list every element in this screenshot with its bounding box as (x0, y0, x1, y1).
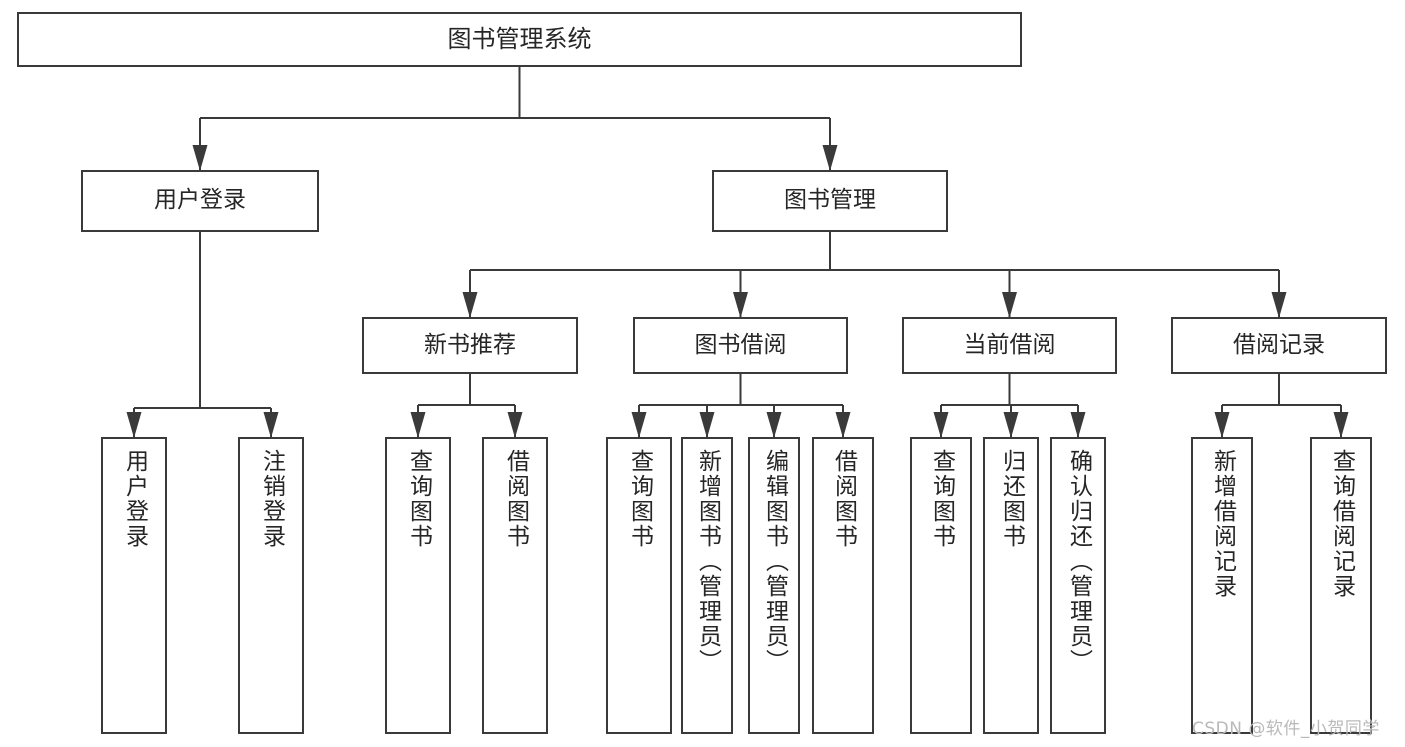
arrowhead-6-1 (1333, 412, 1349, 438)
node-leaf-9[interactable]: 归还图书 (983, 437, 1039, 734)
node-leaf-11[interactable]: 新增借阅记录 (1191, 437, 1253, 734)
node-leaf-0[interactable]: 用户登录 (101, 437, 167, 734)
arrowhead-5-0 (933, 412, 949, 438)
node-leaf-10[interactable]: 确认归还（管理员） (1050, 437, 1106, 734)
node-l2-1[interactable]: 图书借阅 (633, 317, 848, 374)
arrowhead-5-1 (1003, 412, 1019, 438)
node-leaf-11-label: 新增借阅记录 (1209, 449, 1236, 599)
node-leaf-1[interactable]: 注销登录 (238, 437, 304, 734)
node-leaf-2[interactable]: 查询图书 (385, 437, 451, 734)
arrowhead-2-0 (462, 292, 478, 318)
arrowhead-0-0 (192, 145, 208, 171)
arrowhead-4-1 (699, 412, 715, 438)
arrowhead-4-0 (631, 412, 647, 438)
node-leaf-5[interactable]: 新增图书（管理员） (681, 437, 733, 734)
node-leaf-7[interactable]: 借阅图书 (812, 437, 874, 734)
node-leaf-9-label: 归还图书 (998, 449, 1025, 549)
node-root[interactable]: 图书管理系统 (17, 12, 1022, 67)
arrowhead-1-0 (126, 412, 142, 438)
node-leaf-0-label: 用户登录 (121, 449, 148, 549)
arrowhead-4-2 (766, 412, 782, 438)
node-leaf-12-label: 查询借阅记录 (1328, 449, 1355, 599)
node-leaf-3-label: 借阅图书 (502, 449, 529, 549)
node-leaf-1-label: 注销登录 (258, 449, 285, 549)
node-leaf-5-label: 新增图书（管理员） (694, 449, 721, 674)
node-leaf-3[interactable]: 借阅图书 (482, 437, 548, 734)
arrowhead-5-2 (1070, 412, 1086, 438)
node-l2-2[interactable]: 当前借阅 (902, 317, 1117, 374)
node-l2-0-label: 新书推荐 (424, 331, 516, 358)
node-l2-3[interactable]: 借阅记录 (1171, 317, 1387, 374)
arrowhead-2-1 (733, 292, 748, 318)
node-l1-0-label: 用户登录 (154, 187, 246, 214)
arrowhead-3-0 (410, 412, 426, 438)
node-leaf-12[interactable]: 查询借阅记录 (1310, 437, 1372, 734)
node-l2-2-label: 当前借阅 (963, 331, 1056, 358)
node-leaf-6[interactable]: 编辑图书（管理员） (748, 437, 800, 734)
node-leaf-4-label: 查询图书 (626, 449, 653, 549)
node-l1-1-label: 图书管理 (784, 187, 876, 214)
arrowhead-1-1 (263, 412, 279, 438)
arrowhead-4-3 (835, 412, 851, 438)
node-leaf-4[interactable]: 查询图书 (606, 437, 672, 734)
arrowhead-0-1 (822, 145, 838, 171)
arrowhead-2-3 (1271, 292, 1287, 318)
arrowhead-3-1 (507, 412, 523, 438)
node-l1-0[interactable]: 用户登录 (81, 170, 319, 232)
arrowhead-6-0 (1214, 412, 1230, 438)
node-l2-1-label: 图书借阅 (694, 331, 787, 358)
node-root-label: 图书管理系统 (447, 25, 592, 54)
node-l2-0[interactable]: 新书推荐 (362, 317, 578, 374)
node-leaf-2-label: 查询图书 (405, 449, 432, 549)
node-leaf-8[interactable]: 查询图书 (910, 437, 972, 734)
arrowhead-2-2 (1002, 292, 1017, 318)
node-leaf-10-label: 确认归还（管理员） (1065, 449, 1092, 674)
node-leaf-8-label: 查询图书 (928, 449, 955, 549)
csdn-watermark: CSDN @软件_小贺同学 (1192, 719, 1380, 739)
node-leaf-6-label: 编辑图书（管理员） (761, 449, 788, 674)
node-l2-3-label: 借阅记录 (1233, 331, 1325, 358)
node-leaf-7-label: 借阅图书 (830, 449, 857, 549)
node-l1-1[interactable]: 图书管理 (712, 170, 948, 232)
